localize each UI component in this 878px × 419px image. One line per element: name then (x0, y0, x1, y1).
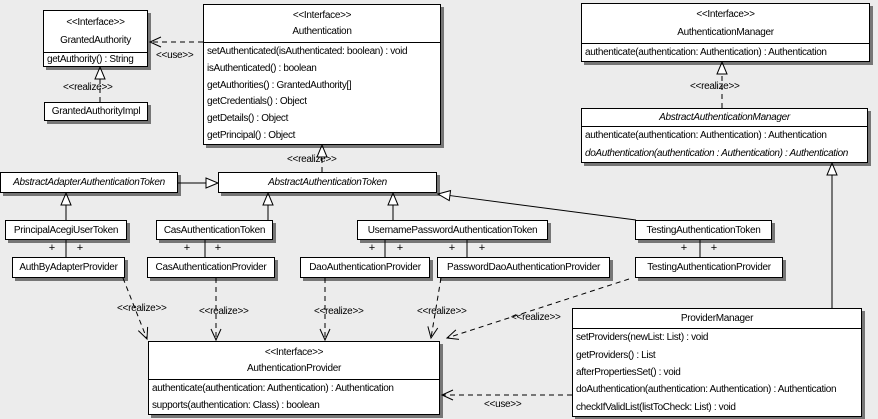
class-name: ProviderManager (680, 313, 754, 324)
class-cas-authentication-provider[interactable]: CasAuthenticationProvider (147, 257, 275, 278)
method-label: getAuthority() : String (47, 54, 134, 65)
class-name: AbstractAdapterAuthenticationToken (13, 177, 165, 188)
method-label: isAuthenticated() : boolean (207, 62, 317, 74)
arrowhead-triangle-realize (316, 143, 328, 158)
method-label: getCredentials() : Object (207, 96, 307, 108)
class-name: GrantedAuthorityImpl (51, 106, 141, 117)
method-label: authenticate(authentication: Authenticat… (152, 383, 394, 394)
stereotype-label: <<Interface>> (264, 346, 324, 358)
arrowhead-open-use-dependency (148, 36, 162, 48)
class-granted-authority-impl[interactable]: GrantedAuthorityImpl (44, 102, 148, 121)
class-testing-authentication-provider[interactable]: TestingAuthenticationProvider (635, 257, 783, 278)
arrowhead-open-realize (210, 328, 222, 342)
class-name: CasAuthenticationProvider (155, 262, 267, 273)
arrowhead-triangle-generalization (205, 177, 220, 189)
class-name: TestingAuthenticationToken (646, 224, 761, 236)
class-name: AuthByAdapterProvider (19, 262, 118, 273)
class-name: PasswordDaoAuthenticationProvider (447, 262, 600, 273)
arrowhead-triangle-generalization (262, 191, 274, 206)
stereotype-label: <<Interface>> (66, 17, 125, 28)
arrowhead-triangle-generalization (436, 189, 452, 202)
arrowhead-triangle-generalization (826, 161, 838, 176)
method-label: supports(authentication: Class) : boolea… (152, 400, 320, 411)
class-dao-authentication-provider[interactable]: DaoAuthenticationProvider (300, 257, 430, 278)
method-label: getAuthorities() : GrantedAuthority[] (207, 79, 352, 91)
class-abstract-authentication-manager[interactable]: AbstractAuthenticationManager authenticat… (581, 108, 868, 163)
arrowhead-triangle-realize (94, 65, 106, 80)
class-cas-authentication-token[interactable]: CasAuthenticationToken (156, 220, 273, 240)
class-provider-manager[interactable]: ProviderManager setProviders(newList: Lis… (572, 308, 862, 417)
class-username-password-authentication-token[interactable]: UsernamePasswordAuthenticationToken (357, 220, 548, 240)
method-label: authenticate(authentication: Authenticat… (585, 47, 827, 58)
class-name: TestingAuthenticationProvider (647, 262, 771, 273)
class-name: PrincipalAcegiUserToken (13, 224, 119, 236)
arrowhead-triangle-generalization (387, 191, 399, 206)
edge-realize (122, 277, 148, 340)
class-authentication-manager[interactable]: <<Interface>> AuthenticationManager authen… (581, 3, 870, 62)
class-name: AbstractAuthenticationManager (659, 112, 790, 123)
class-name: AuthenticationProvider (246, 363, 341, 375)
arrowhead-triangle-realize (716, 60, 728, 75)
method-label: doAuthentication(authentication: Authent… (576, 384, 837, 396)
method-label: getPrincipal() : Object (207, 130, 296, 142)
method-label: doAuthentication(authentication : Authen… (585, 147, 849, 159)
class-name: UsernamePasswordAuthenticationToken (367, 224, 538, 236)
class-name: CasAuthenticationToken (163, 224, 266, 236)
edge-generalization (449, 195, 637, 221)
class-name: GrantedAuthority (60, 35, 131, 46)
arrowhead-open-realize (319, 328, 331, 342)
method-label: getDetails() : Object (207, 113, 289, 125)
class-abstract-adapter-authentication-token[interactable]: AbstractAdapterAuthenticationToken (0, 172, 178, 193)
class-auth-by-adapter-provider[interactable]: AuthByAdapterProvider (12, 257, 125, 278)
arrowhead-triangle-generalization (60, 191, 72, 206)
class-password-dao-authentication-provider[interactable]: PasswordDaoAuthenticationProvider (437, 257, 610, 278)
edge-realize (446, 278, 630, 339)
class-principal-acegi-user-token[interactable]: PrincipalAcegiUserToken (5, 220, 127, 240)
class-name: AuthenticationManager (677, 26, 774, 38)
class-authentication[interactable]: <<Interface>> Authentication setAuthentica… (203, 4, 441, 145)
stereotype-label: <<Interface>> (696, 9, 755, 21)
class-name: DaoAuthenticationProvider (309, 262, 421, 273)
class-name: AbstractAuthenticationToken (268, 177, 387, 188)
stereotype-label: <<Interface>> (292, 9, 352, 21)
method-label: setAuthenticated(isAuthenticated: boolea… (207, 45, 408, 57)
method-label: authenticate(authentication: Authenticat… (585, 130, 827, 142)
class-name: Authentication (292, 26, 352, 38)
class-abstract-authentication-token[interactable]: AbstractAuthenticationToken (218, 172, 437, 193)
class-granted-authority[interactable]: <<Interface>> GrantedAuthority getAuthorit… (43, 10, 148, 67)
class-authentication-provider[interactable]: <<Interface>> AuthenticationProvider authe… (148, 341, 440, 415)
method-label: setProviders(newList: List) : void (576, 332, 709, 344)
method-label: afterPropertiesSet() : void (576, 366, 681, 378)
class-testing-authentication-token[interactable]: TestingAuthenticationToken (635, 220, 772, 240)
method-label: getProviders() : List (576, 349, 656, 361)
edge-realize (430, 277, 442, 339)
method-label: checkIfValidList(listToCheck: List) : vo… (576, 401, 736, 413)
arrowhead-open-realize (427, 326, 439, 340)
